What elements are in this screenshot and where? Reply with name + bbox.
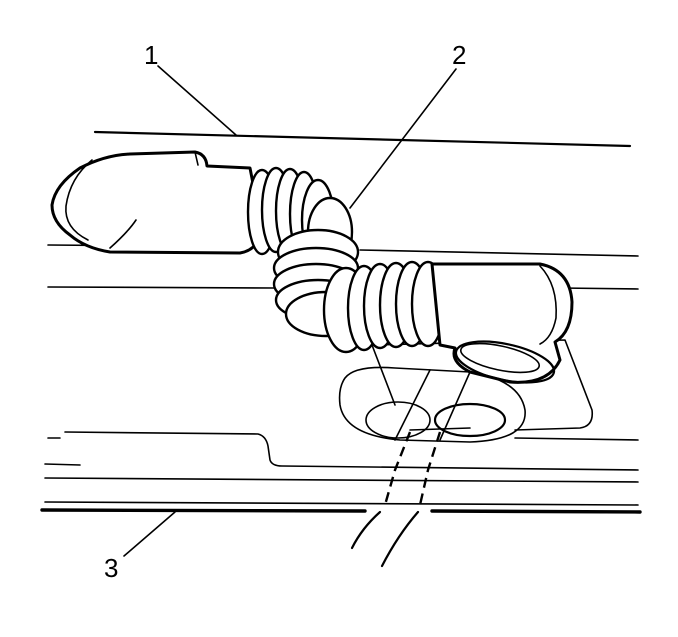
hose-nozzle	[50, 150, 264, 255]
mounting-bracket	[371, 339, 594, 431]
drain-tube-lower	[350, 369, 471, 568]
corrugated-hose	[246, 166, 446, 354]
lower-sill	[40, 508, 642, 514]
leader-lines	[123, 65, 457, 557]
leader-line-3	[123, 511, 176, 557]
callout-1: 1	[144, 40, 158, 70]
leader-line-1	[157, 65, 237, 136]
body-panel-lines	[44, 244, 639, 506]
callout-3: 3	[104, 553, 118, 583]
leader-line-2	[349, 68, 457, 209]
grommet	[338, 366, 526, 443]
hose-elbow	[430, 262, 574, 384]
upper-panel	[93, 130, 632, 148]
callout-2: 2	[452, 40, 466, 70]
